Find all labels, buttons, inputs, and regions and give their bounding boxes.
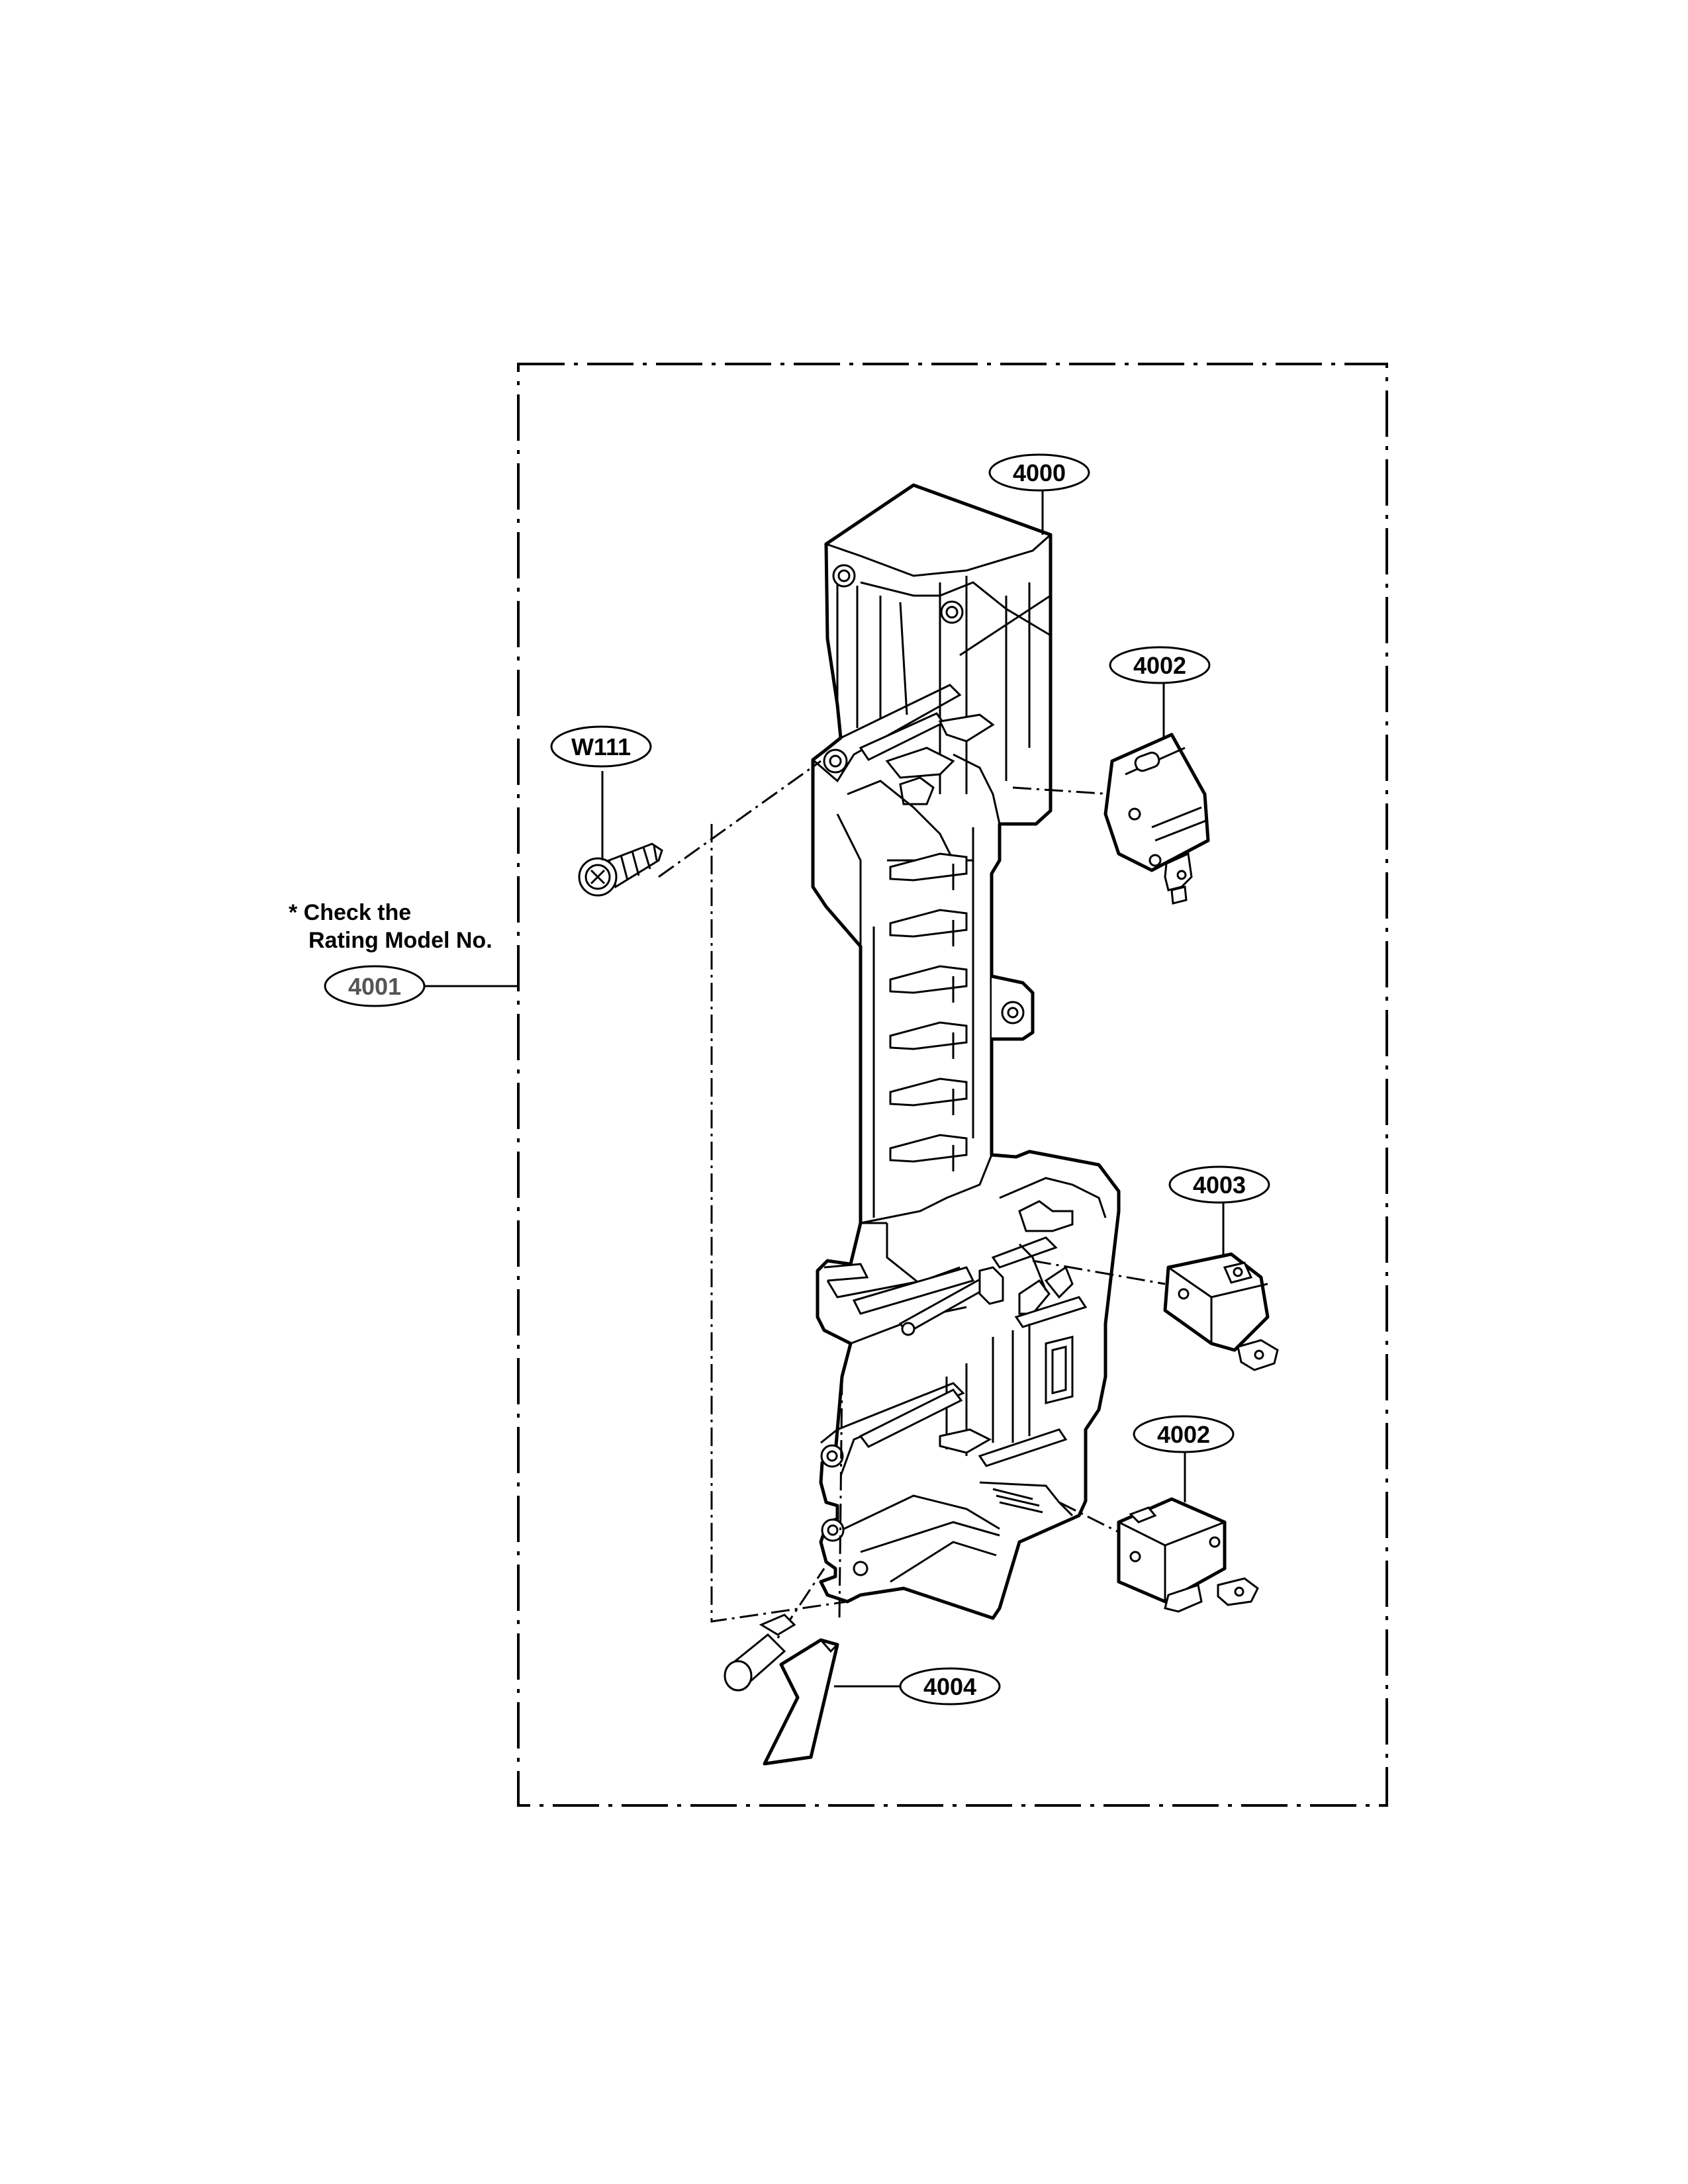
note-line-1: * Check the (289, 900, 411, 925)
callout-4001: 4001 (324, 965, 426, 1007)
svg-text:4003: 4003 (1193, 1171, 1246, 1199)
svg-text:4000: 4000 (1013, 459, 1066, 486)
callout-4003: 4003 (1168, 1165, 1270, 1204)
note-line-2: Rating Model No. (308, 928, 492, 953)
screw-part (578, 842, 663, 897)
callout-w111: W111 (550, 725, 652, 768)
svg-text:W111: W111 (571, 733, 631, 760)
callout-4002-top: 4002 (1109, 646, 1211, 684)
latch-lever-part (724, 1614, 839, 1766)
switch-middle-part (1163, 1252, 1279, 1371)
callout-4000: 4000 (988, 453, 1090, 492)
switch-bottom-part (1117, 1497, 1259, 1613)
latch-frame-part (811, 483, 1121, 1620)
svg-text:4004: 4004 (923, 1673, 976, 1700)
callout-4004: 4004 (899, 1667, 1001, 1706)
svg-text:4002: 4002 (1157, 1421, 1210, 1448)
assembly-frame (517, 363, 1388, 1807)
svg-text:4002: 4002 (1133, 652, 1186, 679)
svg-text:4001: 4001 (348, 973, 401, 1000)
switch-top-part (1103, 733, 1210, 905)
callout-4002-bottom: 4002 (1133, 1415, 1235, 1453)
